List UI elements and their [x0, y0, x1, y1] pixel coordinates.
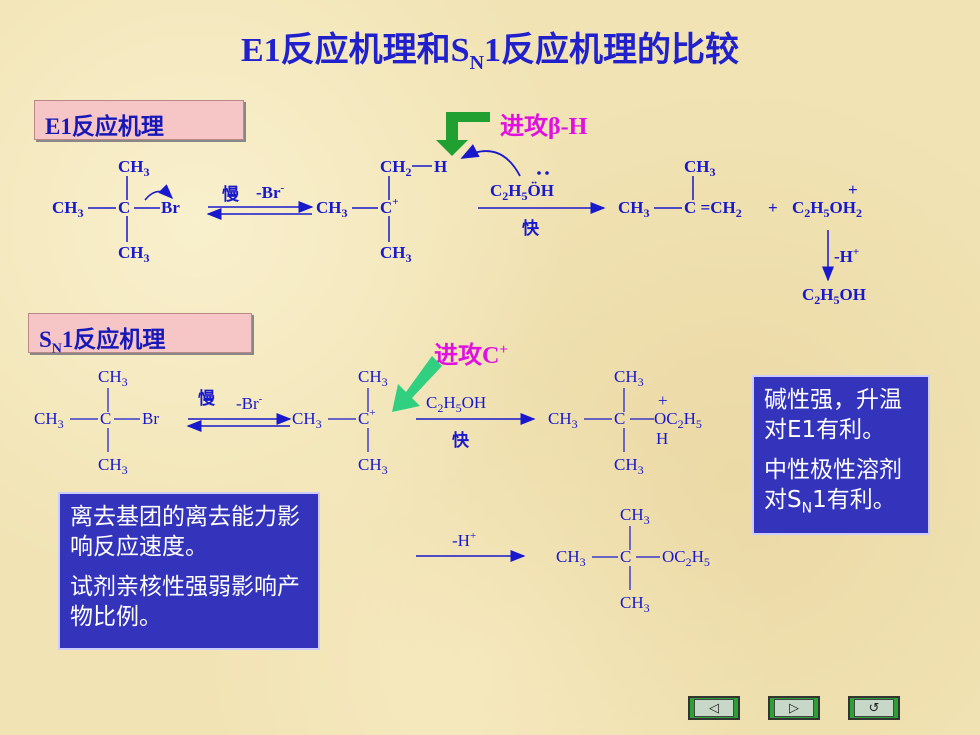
svg-text:CH3: CH3 [620, 505, 650, 527]
sn1-fast-label: 快 [452, 430, 470, 450]
svg-text:CH3: CH3 [684, 157, 716, 179]
svg-text:CH3: CH3 [118, 157, 150, 179]
sn1-section-label: SN1反应机理 [28, 313, 252, 357]
svg-text:CH3: CH3 [618, 198, 650, 220]
svg-text:C2H5OH2: C2H5OH2 [792, 198, 862, 220]
svg-text:CH3: CH3 [98, 455, 128, 477]
svg-text:Br: Br [161, 198, 180, 217]
info-left-nucleophile: 试剂亲核性强弱影响产物比例。 [70, 574, 300, 630]
sn1-ether-product: CH3 CH3 C OC2H5 CH3 [556, 505, 710, 615]
svg-text:CH3: CH3 [34, 409, 64, 431]
svg-text:-H+: -H+ [834, 246, 859, 266]
info-left-leaving-group: 离去基团的离去能力影响反应速度。 [70, 504, 300, 560]
return-button[interactable]: ↺ [848, 696, 900, 720]
lone-pair-dot [545, 171, 549, 175]
svg-text:OC2H5: OC2H5 [654, 409, 702, 431]
sn1-deprotonate-label: -H+ [452, 530, 476, 550]
svg-text:CH3: CH3 [548, 409, 578, 431]
svg-text:CH3: CH3 [358, 455, 388, 477]
e1-slow-label: 慢 [222, 184, 240, 204]
svg-text:CH3: CH3 [316, 198, 348, 220]
e1-section-label: E1反应机理 [34, 100, 244, 140]
svg-text:+: + [848, 180, 858, 199]
svg-text:C: C [118, 198, 130, 217]
svg-text:CH3: CH3 [118, 243, 150, 265]
e1-equilibrium-arrows [206, 201, 314, 220]
svg-text:H: H [434, 157, 447, 176]
sn1-tert-butyl-bromide: CH3 CH3 C Br CH3 [34, 367, 159, 477]
e1-carbocation: CH2 H CH3 C+ CH3 [316, 144, 521, 265]
return-arrow-icon: ↺ [854, 699, 894, 717]
info-right-solvent: 中性极性溶剂对SN1有利。 [764, 457, 902, 517]
sn1-reagent-ethanol: C2H5OH [426, 393, 486, 415]
svg-text:CH3: CH3 [620, 593, 650, 615]
sn1-slow-label: 慢 [198, 388, 216, 408]
svg-text:CH3: CH3 [614, 367, 644, 389]
svg-text:CH3: CH3 [556, 547, 586, 569]
e1-reagent-ethanol: C2H5ÖH [490, 181, 554, 203]
svg-text:C: C [614, 409, 625, 428]
e1-green-attack-arrow [436, 112, 490, 156]
page-title: E1反应机理和SN1反应机理的比较 [240, 32, 740, 74]
svg-text:CH2: CH2 [380, 157, 412, 179]
e1-tert-butyl-bromide: CH3 CH3 C Br CH3 [52, 157, 180, 265]
e1-fast-label: 快 [522, 218, 540, 238]
svg-text:H: H [656, 429, 668, 448]
svg-text:+: + [658, 391, 668, 410]
svg-text:CH3: CH3 [358, 367, 388, 389]
sn1-carbocation: CH3 CH3 C+ CH3 [292, 367, 388, 477]
sn1-oxonium-intermediate: CH3 CH3 C + OC2H5 H CH3 [548, 367, 702, 477]
svg-text:CH3: CH3 [52, 198, 84, 220]
sn1-attack-carbocation-label: 进攻C+ [434, 342, 508, 369]
svg-text:CH3: CH3 [292, 409, 322, 431]
svg-text:CH3: CH3 [380, 243, 412, 265]
prev-triangle-icon: ◁ [694, 699, 734, 717]
lone-pair-dot [537, 171, 541, 175]
svg-text:OC2H5: OC2H5 [662, 547, 710, 569]
next-triangle-icon: ▷ [774, 699, 814, 717]
info-right-base-strength: 碱性强，升温对E1有利。 [764, 387, 902, 443]
svg-text:C: C [100, 409, 111, 428]
svg-text:C+: C+ [358, 407, 376, 428]
info-box-left: 离去基团的离去能力影响反应速度。 试剂亲核性强弱影响产物比例。 [58, 492, 320, 650]
svg-text:C+: C+ [380, 196, 399, 217]
e1-leaving-br: -Br- [256, 182, 285, 202]
sn1-leaving-br: -Br- [236, 393, 263, 413]
svg-text:CH3: CH3 [614, 455, 644, 477]
svg-text:C2H5OH: C2H5OH [802, 285, 866, 307]
svg-text:C: C [620, 547, 631, 566]
next-slide-button[interactable]: ▷ [768, 696, 820, 720]
sn1-equilibrium-arrows [186, 413, 292, 432]
svg-text:CH3: CH3 [98, 367, 128, 389]
svg-text:Br: Br [142, 409, 159, 428]
e1-alkene-product: CH3 CH3 C =CH2 + + C2H5OH2 -H+ C2H5OH [618, 157, 866, 307]
svg-text:C =CH2: C =CH2 [684, 198, 742, 220]
svg-text:+: + [768, 198, 778, 217]
prev-slide-button[interactable]: ◁ [688, 696, 740, 720]
sn1-green-attack-arrow [392, 356, 442, 412]
e1-attack-beta-h-label: 进攻β-H [500, 114, 588, 140]
info-box-right: 碱性强，升温对E1有利。 中性极性溶剂对SN1有利。 [752, 375, 930, 535]
